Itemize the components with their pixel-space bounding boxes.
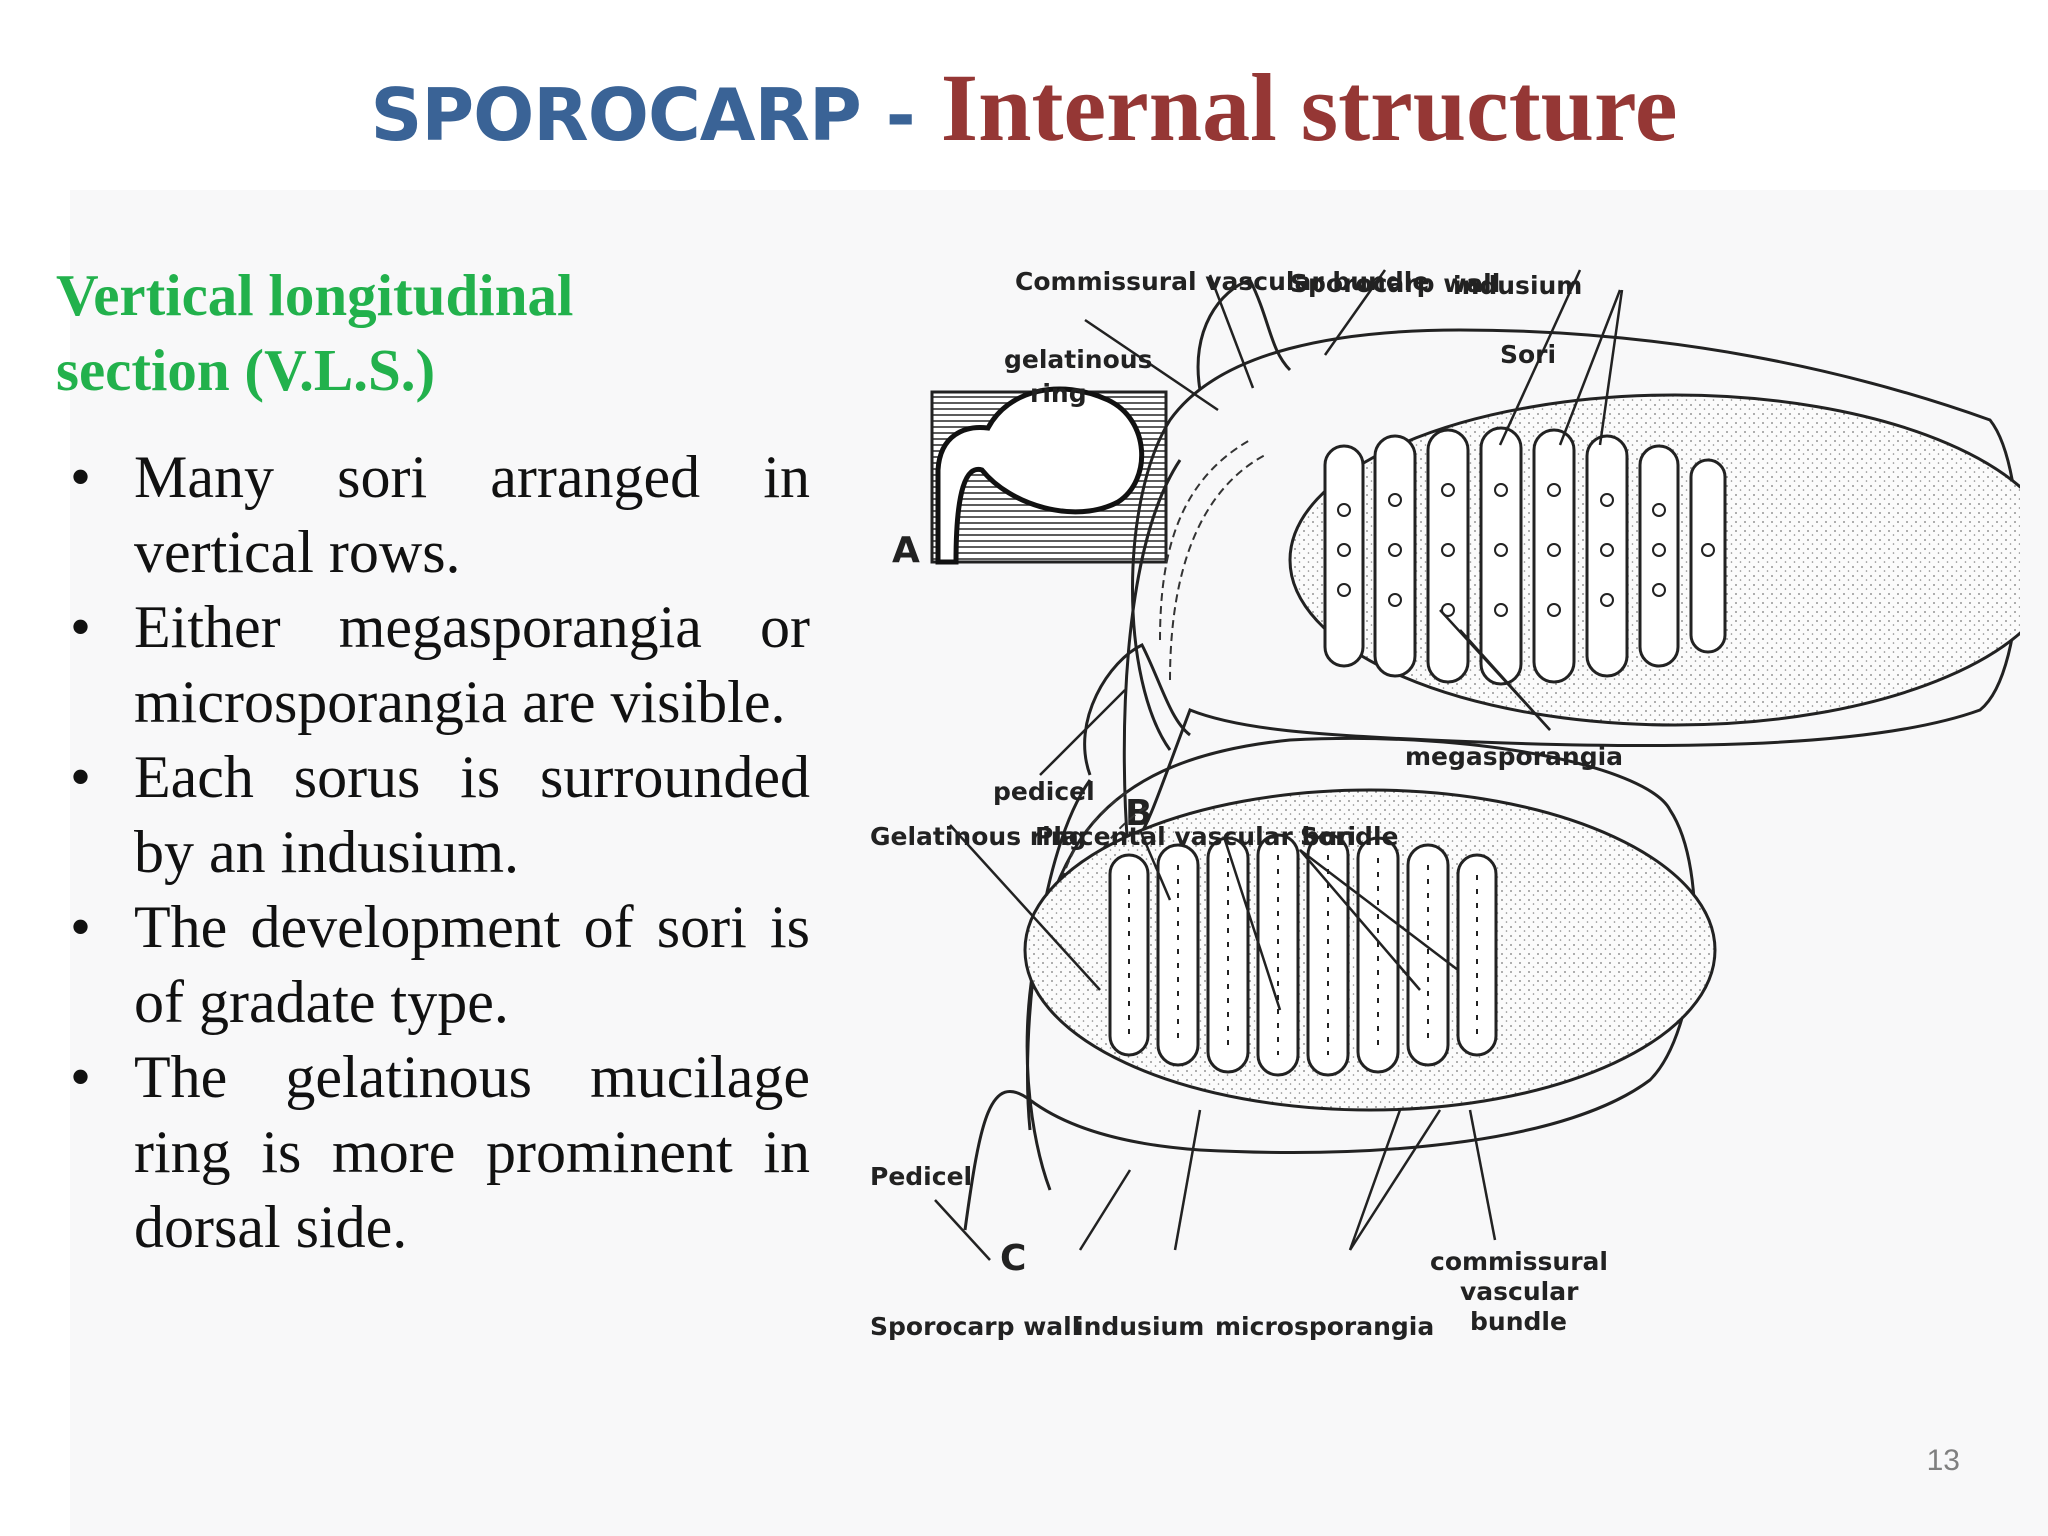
- bullet-item: • Either megasporangia or microsporangia …: [70, 590, 810, 740]
- title-part-internal-structure: Internal structure: [940, 54, 1678, 161]
- label-bundle-c: bundle: [1470, 1307, 1567, 1336]
- label-commissural-vascular-bundle-b: Commissural vascular bundle: [1015, 267, 1429, 296]
- bullet-item: • Many sori arranged in vertical rows.: [70, 440, 810, 590]
- panel-c-sori: [1108, 833, 1498, 1077]
- label-indusium-c: indusium: [1075, 1312, 1204, 1341]
- bullet-text: Either megasporangia or microsporangia a…: [134, 594, 810, 735]
- label-sori-b: Sori: [1500, 340, 1556, 369]
- label-pedicel-b: pedicel: [993, 777, 1095, 806]
- panel-a-label: A: [892, 530, 920, 571]
- label-vascular-c: vascular: [1460, 1277, 1579, 1306]
- panel-b-diagram: Commissural vascular bundle Sporocarp wa…: [993, 267, 2020, 851]
- bullet-dot: •: [70, 1044, 92, 1110]
- label-placental-vascular-bundle: Placental vascular bundle: [1035, 822, 1398, 851]
- label-pedicel-c: Pedicel: [870, 1162, 972, 1191]
- bullet-text: Each sorus is surrounded by an indusium.: [134, 744, 810, 885]
- label-gelatinous-b: gelatinous: [1004, 345, 1152, 374]
- bullet-dot: •: [70, 594, 92, 660]
- title-part-sporocarp: SPOROCARP: [370, 73, 861, 157]
- bullet-text: The development of sori is of gradate ty…: [134, 894, 810, 1035]
- panel-c-diagram: Gelatinous ring Placental vascular bundl…: [870, 643, 1717, 1341]
- label-sporocarp-wall-c: Sporocarp wall: [870, 1312, 1080, 1341]
- label-gelatinous-ring-c: Gelatinous ring: [870, 822, 1086, 851]
- bullet-text: The gelatinous mucilage ring is more pro…: [134, 1044, 810, 1260]
- bullet-text: Many sori arranged in vertical rows.: [134, 444, 810, 585]
- label-ring-b: ring: [1030, 379, 1087, 408]
- subtitle-line-1: Vertical longitudinal: [56, 262, 574, 328]
- bullet-dot: •: [70, 744, 92, 810]
- section-subtitle: Vertical longitudinal section (V.L.S.): [56, 258, 776, 408]
- sporocarp-diagram: A: [870, 267, 2020, 1341]
- label-microsporangia: microsporangia: [1215, 1312, 1434, 1341]
- bullet-dot: •: [70, 894, 92, 960]
- subtitle-line-2: section (V.L.S.): [56, 337, 436, 403]
- panel-a-sketch: A: [892, 386, 1168, 571]
- title-separator: -: [860, 73, 941, 157]
- bullet-dot: •: [70, 444, 92, 510]
- bullet-item: • The gelatinous mucilage ring is more pr…: [70, 1040, 810, 1265]
- label-sporocarp-wall-b: Sporocarp wall: [1290, 269, 1500, 298]
- label-sori-c: Sori: [1300, 822, 1356, 851]
- label-commissural-c: commissural: [1430, 1247, 1608, 1276]
- label-indusium-b: indusium: [1453, 271, 1582, 300]
- bullet-list: • Many sori arranged in vertical rows. • E…: [70, 440, 810, 1265]
- bullet-item: • Each sorus is surrounded by an indusium…: [70, 740, 810, 890]
- panel-c-label: C: [1000, 1238, 1026, 1279]
- bullet-item: • The development of sori is of gradate t…: [70, 890, 810, 1040]
- slide-title: SPOROCARP - Internal structure: [0, 52, 2048, 163]
- page-number: 13: [1926, 1444, 1960, 1477]
- panel-b-sori: [1323, 426, 1727, 686]
